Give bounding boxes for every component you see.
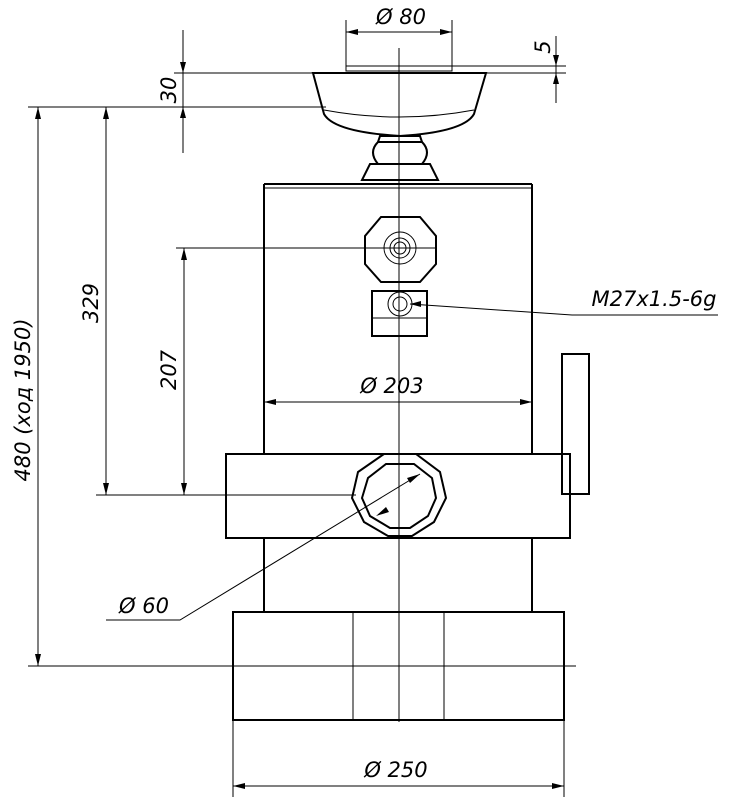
label-port-diameter: Ø 60 <box>118 594 169 618</box>
dim-top-thickness <box>452 36 566 103</box>
dim-thread-leader <box>409 301 718 316</box>
dim-head-height <box>174 30 326 153</box>
label-thread: M27x1.5-6g <box>592 287 717 311</box>
label-base-diameter: Ø 250 <box>363 758 427 782</box>
upper-cylinder <box>263 183 533 454</box>
label-total-height: 480 (ход 1950) <box>11 318 35 481</box>
cup-neck <box>360 135 440 181</box>
dim-total-height <box>28 106 576 667</box>
label-head-height: 30 <box>157 77 181 104</box>
lower-cylinder <box>263 538 533 612</box>
dim-body-diameter <box>264 399 532 405</box>
dim-port-diameter <box>106 473 421 621</box>
dim-height-329 <box>96 107 356 496</box>
octagon-port <box>350 453 448 537</box>
label-top-diameter: Ø 80 <box>375 5 426 29</box>
label-body-diameter: Ø 203 <box>359 374 423 398</box>
middle-collar <box>225 453 571 539</box>
hex-fitting-upper <box>364 216 437 283</box>
label-height-207: 207 <box>157 349 181 390</box>
thread-fitting <box>371 290 428 337</box>
dim-base-diameter <box>232 720 565 797</box>
side-handle <box>561 353 590 495</box>
label-height-329: 329 <box>79 283 103 323</box>
dim-top-diameter <box>345 20 453 66</box>
label-top-thickness: 5 <box>531 40 555 53</box>
dim-height-207 <box>176 247 436 495</box>
